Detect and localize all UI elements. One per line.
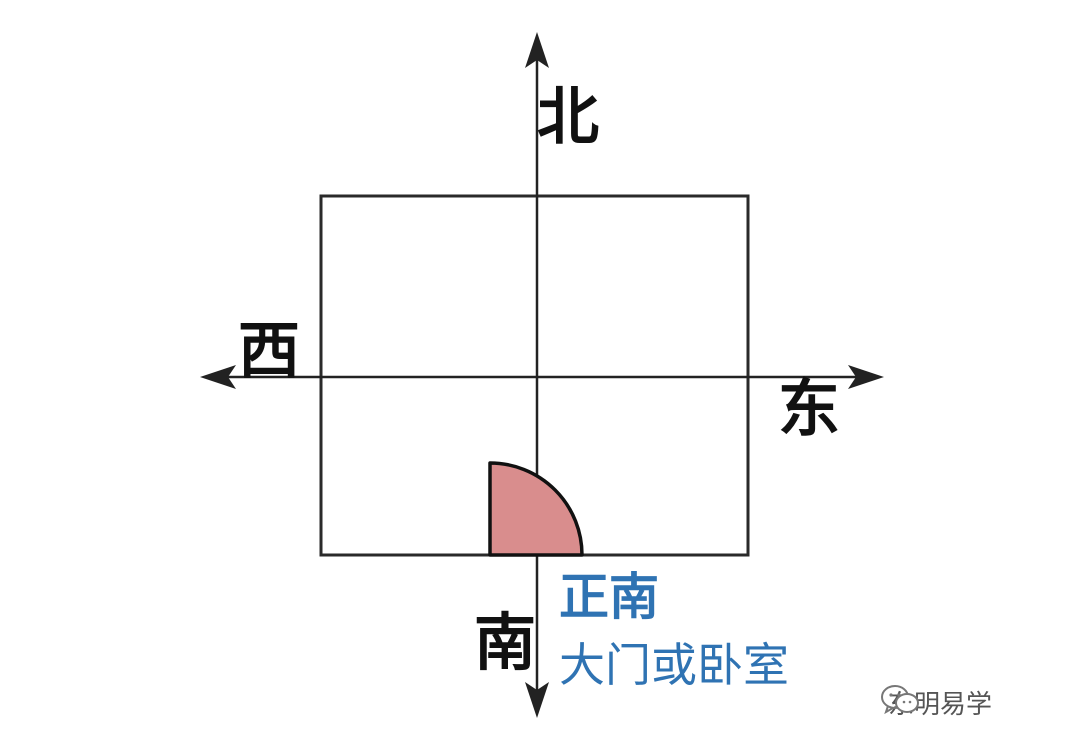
south-arrowhead: [525, 682, 549, 718]
south-label: 南: [474, 606, 537, 679]
north-arrowhead: [525, 32, 549, 68]
east-arrowhead: [848, 365, 884, 389]
north-label: 北: [537, 80, 600, 153]
west-arrowhead: [200, 365, 236, 389]
west-label: 西: [238, 314, 301, 387]
door-note-title: 正南: [559, 568, 659, 626]
watermark: 东明易学: [880, 684, 992, 721]
door-quarter-circle: [488, 461, 584, 557]
door-note-subtitle: 大门或卧室: [559, 638, 789, 692]
east-label: 东: [778, 372, 841, 445]
